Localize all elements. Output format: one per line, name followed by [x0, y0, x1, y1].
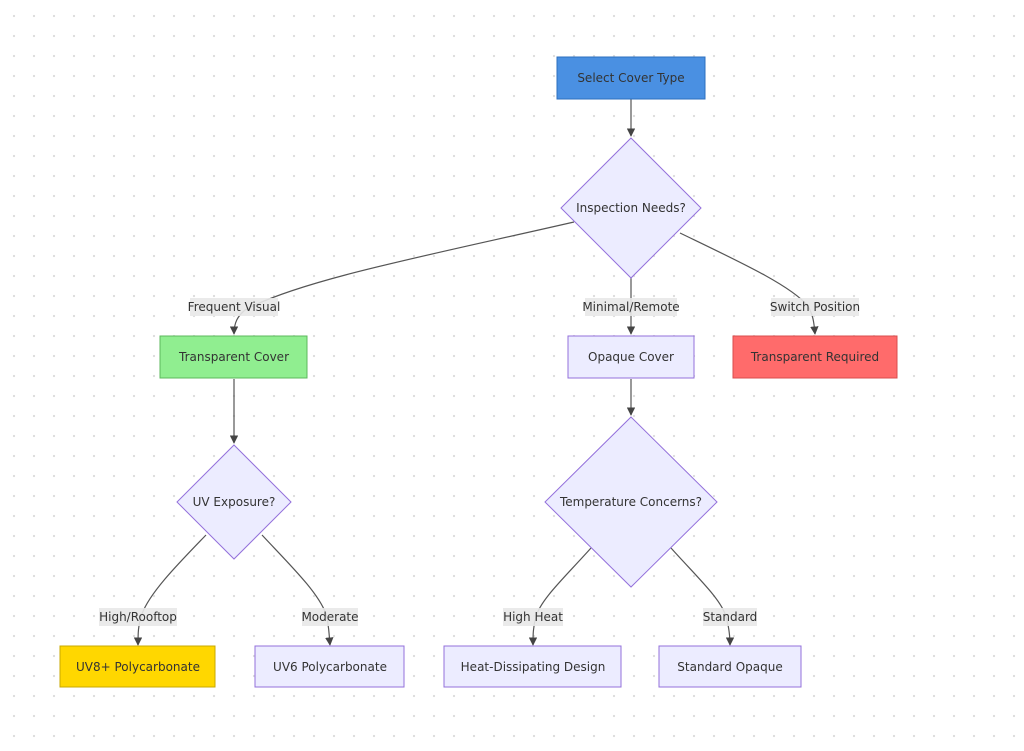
edge-label-background — [703, 608, 757, 626]
edge-label-high-heat: High Heat — [503, 608, 563, 626]
node-label: Opaque Cover — [588, 350, 674, 364]
node-heat-dissipating-design[interactable]: Heat-Dissipating Design — [443, 645, 622, 688]
node-standard-opaque[interactable]: Standard Opaque — [658, 645, 802, 688]
edge-label-background — [503, 608, 563, 626]
edge-label-text: Moderate — [301, 610, 358, 624]
node-opaque-cover[interactable]: Opaque Cover — [567, 335, 695, 379]
node-box — [658, 645, 802, 688]
node-select-cover-type[interactable]: Select Cover Type — [556, 56, 706, 100]
edge-label-standard: Standard — [703, 608, 758, 626]
node-label: UV8+ Polycarbonate — [76, 660, 200, 674]
nodes: Select Cover Type Inspection Needs? Tran… — [59, 56, 898, 688]
node-uv6-polycarbonate[interactable]: UV6 Polycarbonate — [254, 645, 405, 688]
edge-label-high-rooftop: High/Rooftop — [99, 608, 177, 626]
edge-label-text: Switch Position — [770, 300, 860, 314]
edge-label-background — [771, 298, 859, 316]
node-label: UV6 Polycarbonate — [273, 660, 387, 674]
edge-label-text: Frequent Visual — [188, 300, 281, 314]
node-uv-exposure[interactable]: UV Exposure? — [176, 444, 292, 560]
node-label: Inspection Needs? — [576, 201, 686, 215]
edge-label-background — [302, 608, 358, 626]
node-label: Temperature Concerns? — [559, 495, 702, 509]
edge-label-text: Minimal/Remote — [582, 300, 679, 314]
node-box — [159, 335, 308, 379]
edge-inspection-to-transparent — [229, 221, 575, 335]
node-uv8-polycarbonate[interactable]: UV8+ Polycarbonate — [59, 645, 216, 688]
edge-temperature-to-standard — [670, 547, 735, 646]
node-label: Transparent Cover — [178, 350, 289, 364]
node-box — [443, 645, 622, 688]
edge-temperature-to-heat — [528, 547, 592, 646]
node-transparent-required[interactable]: Transparent Required — [732, 335, 898, 379]
edge-label-text: High Heat — [503, 610, 563, 624]
node-temperature-concerns[interactable]: Temperature Concerns? — [544, 416, 718, 588]
edge-uv-to-uv6 — [261, 534, 334, 646]
node-inspection-needs[interactable]: Inspection Needs? — [560, 137, 702, 279]
decision-diamond — [176, 444, 292, 560]
node-label: Select Cover Type — [577, 71, 684, 85]
edge-label-switch-position: Switch Position — [770, 298, 860, 316]
edge-label-frequent-visual: Frequent Visual — [188, 298, 281, 316]
node-transparent-cover[interactable]: Transparent Cover — [159, 335, 308, 379]
node-box — [254, 645, 405, 688]
edge-inspection-to-transparent-required — [679, 232, 819, 335]
node-box — [567, 335, 695, 379]
node-label: UV Exposure? — [193, 495, 276, 509]
node-label: Transparent Required — [750, 350, 879, 364]
edge-label-background — [585, 298, 677, 316]
decision-diamond — [544, 416, 718, 588]
edge-label-minimal-remote: Minimal/Remote — [582, 298, 680, 316]
node-box — [732, 335, 898, 379]
node-label: Heat-Dissipating Design — [461, 660, 606, 674]
edge-label-background — [190, 298, 278, 316]
edge-label-background — [99, 608, 177, 626]
edge-uv-to-uv8 — [133, 534, 207, 646]
node-box — [556, 56, 706, 100]
node-label: Standard Opaque — [677, 660, 782, 674]
edge-label-text: High/Rooftop — [99, 610, 177, 624]
edge-labels: Frequent Visual Minimal/Remote Switch Po… — [99, 298, 860, 626]
edge-label-text: Standard — [703, 610, 758, 624]
edge-label-moderate: Moderate — [301, 608, 359, 626]
decision-diamond — [560, 137, 702, 279]
node-box — [59, 645, 216, 688]
